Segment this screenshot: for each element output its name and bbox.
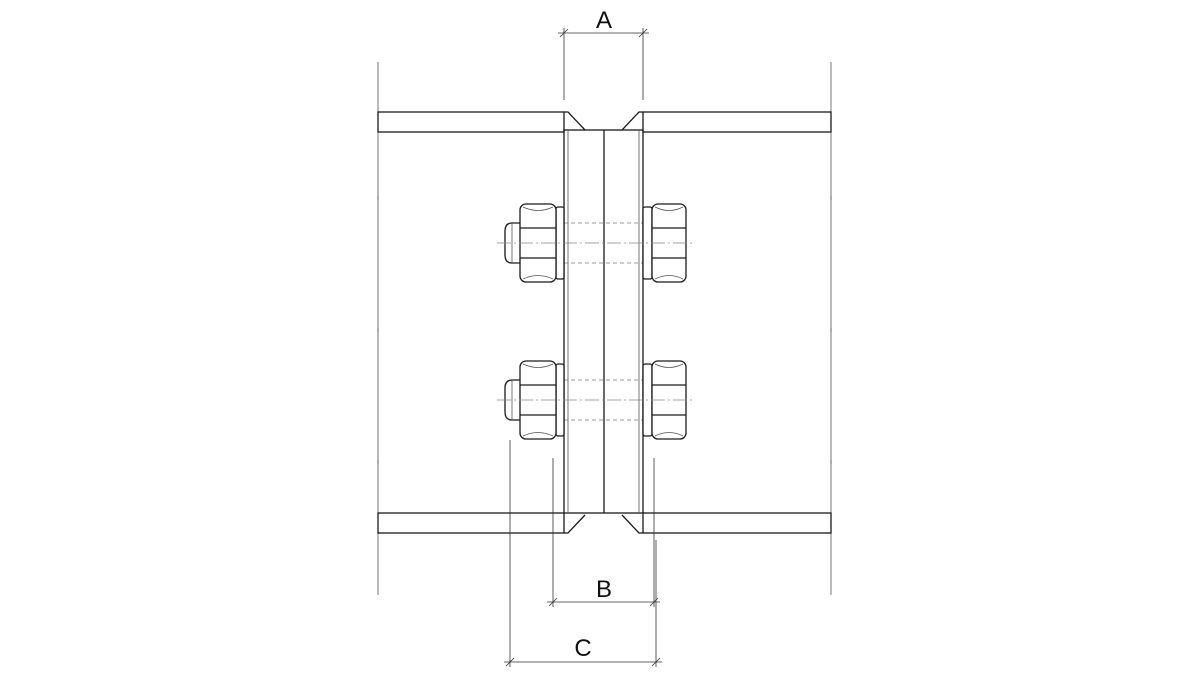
- dimension-label-a: A: [596, 7, 612, 34]
- lower-bolt-left-nut-chamfer-top: [522, 363, 554, 368]
- web-marks: [377, 196, 832, 464]
- upper-bolt-left-nut-chamfer-top: [522, 206, 554, 211]
- upper-bolt-right-head-chamfer-bottom: [654, 275, 684, 280]
- bottom-flange-left: [377, 512, 565, 534]
- dimension-label-b: B: [596, 576, 612, 603]
- upper-bolt-right-head-chamfer-top: [654, 206, 684, 211]
- lower-bolt-left-nut-chamfer-bottom: [522, 432, 554, 437]
- top-flange-right: [642, 111, 832, 133]
- bottom-flange-right: [642, 512, 832, 534]
- dimension-a: A: [558, 7, 649, 100]
- end-plates: [563, 129, 644, 514]
- top-flange-left: [377, 111, 565, 133]
- lower-bolt-right-head-chamfer-bottom: [654, 432, 684, 437]
- dimension-b: B: [547, 458, 660, 607]
- weld-chamfers: [564, 111, 643, 534]
- lower-bolt: [497, 360, 693, 440]
- upper-bolt: [497, 203, 693, 283]
- dimension-c: C: [504, 440, 662, 667]
- upper-bolt-left-nut-chamfer-bottom: [522, 275, 554, 280]
- bolts-layer: [497, 203, 693, 440]
- dimension-label-c: C: [574, 635, 591, 662]
- lower-bolt-right-head-chamfer-top: [654, 363, 684, 368]
